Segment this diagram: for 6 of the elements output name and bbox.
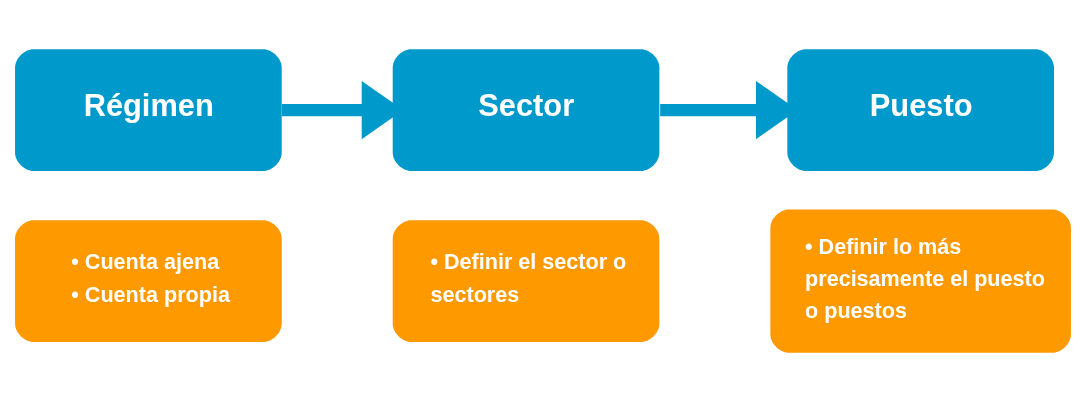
node-box: • Definir lo más precisamente el puesto o puestos: [770, 209, 1071, 353]
node-box: • Cuenta ajena • Cuenta propia: [15, 219, 282, 342]
node-box: Puesto: [787, 48, 1054, 171]
node-box: • Definir el sector o sectores: [392, 219, 660, 342]
node-box: Régimen: [15, 48, 282, 171]
node-box: Sector: [392, 48, 660, 171]
